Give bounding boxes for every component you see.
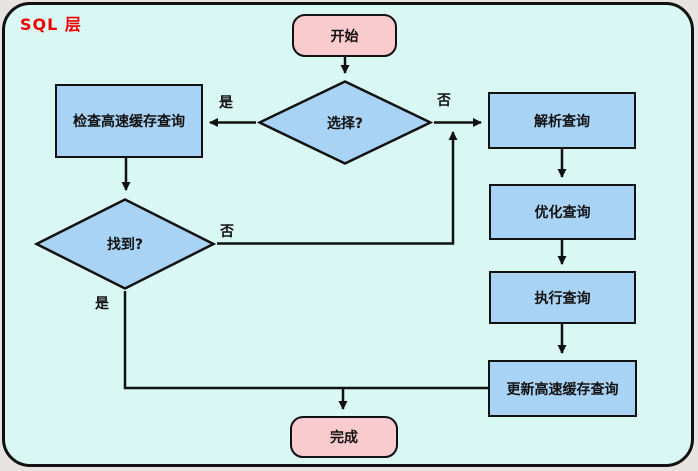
node-start: 开始 bbox=[292, 14, 397, 57]
node-check-cache: 检查高速缓存查询 bbox=[55, 84, 203, 158]
node-label: 执行查询 bbox=[534, 290, 591, 307]
node-label: 检查高速缓存查询 bbox=[73, 114, 185, 130]
diamond-shape bbox=[34, 198, 216, 290]
node-found-decision: 找到? bbox=[34, 197, 216, 291]
edge-label-found-no: 否 bbox=[220, 224, 234, 240]
node-label: 找到? bbox=[106, 237, 144, 253]
node-label: 选择? bbox=[326, 115, 364, 132]
edge-label-select-yes: 是 bbox=[219, 95, 233, 111]
node-update-cache: 更新高速缓存查询 bbox=[488, 360, 637, 417]
node-done: 完成 bbox=[290, 416, 398, 458]
edge-label-found-yes: 是 bbox=[95, 296, 109, 312]
node-label: 更新高速缓存查询 bbox=[506, 381, 619, 398]
node-label: 优化查询 bbox=[534, 205, 591, 221]
edge-label-select-no: 否 bbox=[437, 93, 451, 109]
node-label: 开始 bbox=[330, 28, 359, 45]
node-optimize-query: 优化查询 bbox=[489, 184, 636, 240]
diamond-shape bbox=[257, 80, 433, 165]
node-label: 解析查询 bbox=[534, 113, 590, 130]
node-execute-query: 执行查询 bbox=[489, 271, 636, 324]
node-parse-query: 解析查询 bbox=[488, 92, 636, 149]
node-select-decision: 选择? bbox=[257, 79, 433, 166]
diagram-title: SQL 层 bbox=[20, 15, 82, 34]
node-label: 完成 bbox=[330, 430, 358, 446]
